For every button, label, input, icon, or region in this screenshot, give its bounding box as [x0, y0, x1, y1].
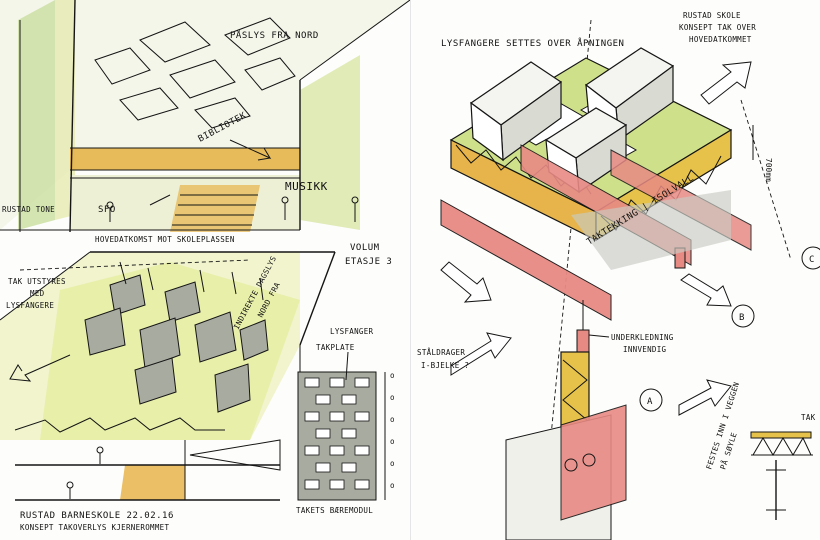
- volume-label: VOLUM: [350, 243, 380, 253]
- lining-line-2: INNVENDIG: [623, 345, 667, 354]
- light-catcher-prisms: [469, 47, 675, 194]
- section-orange-block: [120, 465, 185, 500]
- light-catchers-label: LYSFANGERE SETTES OVER ÅPNINGEN: [441, 37, 624, 49]
- right-sketch-canvas: RUSTAD SKOLE KONSEPT TAK OVER HOVEDATKOM…: [417, 11, 820, 540]
- marker-b: B: [739, 313, 745, 323]
- roof-shaped-line-3: LYSFANGERE: [6, 301, 54, 310]
- steel-beam-line-1: STÅLDRAGER: [417, 348, 465, 357]
- light-catcher-label: LYSFANGER: [330, 327, 374, 336]
- dimension-label: 700mm: [764, 158, 773, 182]
- svg-text:o: o: [390, 481, 395, 490]
- roof-shaped-line-2: MED: [30, 289, 45, 298]
- roof-plate-label: TAKPLATE: [316, 343, 355, 352]
- north-light-label: PÅSLYS FRA NORD: [230, 29, 319, 41]
- grey-underlay: [571, 190, 731, 270]
- svg-text:o: o: [390, 459, 395, 468]
- lining-line-1: UNDERKLEDNING: [611, 333, 674, 342]
- left-sketch-sheet: PÅSLYS FRA NORD BIBLIOTEK RUSTAD TONE SF…: [0, 0, 410, 532]
- light-arrows: [440, 61, 752, 416]
- fastening-detail: TAK: [750, 413, 816, 520]
- column: [505, 351, 627, 540]
- left-sketch-canvas: PÅSLYS FRA NORD BIBLIOTEK RUSTAD TONE SF…: [0, 0, 410, 532]
- floor-label: ETASJE 3: [345, 257, 392, 267]
- roof-module-caption: TAKETS BÆREMODUL: [296, 506, 373, 515]
- interior-balcony-band: [70, 148, 300, 170]
- entrance-label: HOVEDATKOMST MOT SKOLEPLASSEN: [95, 235, 235, 244]
- header-line-3: HOVEDATKOMMET: [689, 35, 752, 44]
- roof-module-legend: o o o o o o LYSFANGER TAKPLATE TAKETS BÆREMOD…: [296, 327, 395, 515]
- roof-shaped-line-1: TAK UTSTYRES: [8, 277, 66, 286]
- roof-perspective: HOVEDATKOMST MOT SKOLEPLASSEN VOLUM ETAS…: [0, 235, 392, 440]
- roof-detail-label: TAK: [801, 413, 816, 422]
- marker-a: A: [647, 397, 653, 407]
- svg-text:o: o: [390, 371, 395, 380]
- music-label: MUSIKK: [285, 180, 328, 193]
- svg-text:o: o: [390, 437, 395, 446]
- tone-label: RUSTAD TONE: [2, 205, 55, 214]
- section-markers: A B C: [639, 246, 820, 412]
- section-sketch: RUSTAD BARNESKOLE 22.02.16 KONSEPT TAKOV…: [14, 417, 281, 532]
- svg-text:o: o: [390, 393, 395, 402]
- marker-c: C: [809, 255, 815, 265]
- steel-beam-line-2: I-BJELKE ?: [421, 361, 469, 370]
- interior-perspective: PÅSLYS FRA NORD BIBLIOTEK RUSTAD TONE SF…: [0, 0, 410, 233]
- stair-block: [170, 185, 260, 232]
- signature-line-2: KONSEPT TAKOVERLYS KJERNEROMMET: [20, 523, 169, 532]
- header-line-1: RUSTAD SKOLE: [683, 11, 741, 20]
- signature-line-1: RUSTAD BARNESKOLE 22.02.16: [20, 511, 174, 521]
- header-line-2: KONSEPT TAK OVER: [679, 23, 756, 32]
- right-sketch-sheet: RUSTAD SKOLE KONSEPT TAK OVER HOVEDATKOM…: [410, 0, 820, 540]
- svg-text:o: o: [390, 415, 395, 424]
- sfo-label: SFO: [98, 205, 116, 215]
